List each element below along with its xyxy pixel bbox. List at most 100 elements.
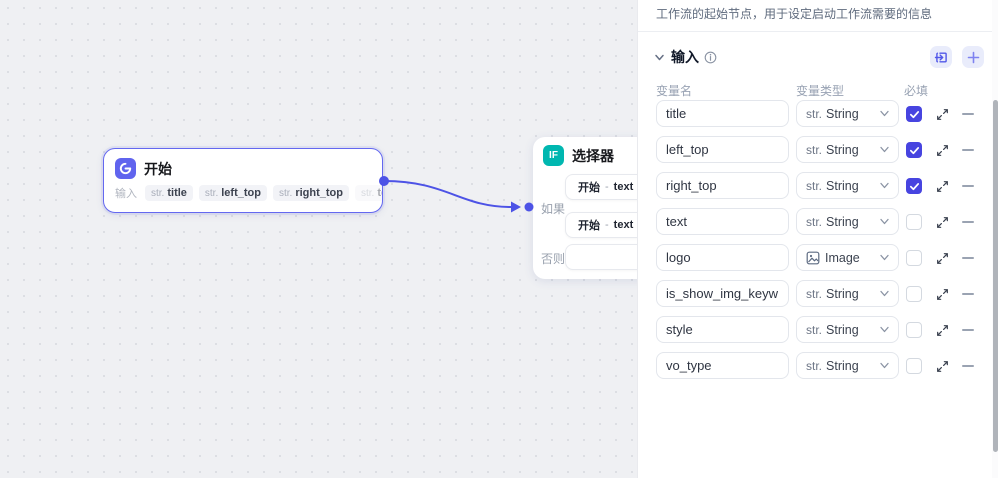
variable-row: str.String	[638, 96, 998, 132]
variable-tag: str.title	[145, 185, 193, 201]
expand-icon[interactable]	[935, 287, 949, 301]
variable-name-input[interactable]	[656, 316, 789, 343]
import-variables-button[interactable]	[930, 46, 952, 68]
scrollbar-thumb[interactable]	[992, 100, 998, 452]
variable-table-headers: 变量名 变量类型 必填	[638, 82, 998, 98]
remove-variable-button[interactable]	[961, 323, 975, 337]
type-prefix: str.	[806, 214, 823, 229]
type-prefix: str.	[806, 106, 823, 121]
expand-icon[interactable]	[935, 179, 949, 193]
variable-type-prefix: str.	[204, 187, 219, 199]
expand-icon[interactable]	[935, 143, 949, 157]
variable-tag-name: text	[377, 187, 382, 199]
expand-icon[interactable]	[935, 251, 949, 265]
required-checkbox[interactable]	[906, 250, 922, 266]
variable-type-select[interactable]: str.String	[796, 172, 899, 199]
required-checkbox[interactable]	[906, 286, 922, 302]
condition-box[interactable]: 开始 - text	[565, 174, 637, 200]
else-box[interactable]	[565, 244, 637, 270]
condition-source: 开始	[578, 182, 600, 194]
if-icon: IF	[543, 145, 564, 166]
expand-icon[interactable]	[935, 323, 949, 337]
variable-type-select[interactable]: str.String	[796, 352, 899, 379]
variable-type-select[interactable]: str.String	[796, 100, 899, 127]
type-value: Image	[825, 250, 860, 265]
expand-icon[interactable]	[935, 215, 949, 229]
column-required: 必填	[904, 84, 929, 98]
remove-variable-button[interactable]	[961, 179, 975, 193]
variable-tag-name: left_top	[221, 187, 261, 199]
selector-node[interactable]: IF 选择器 如果 开始 - text 开始 - text 否则	[533, 137, 637, 279]
variable-row: str.String	[638, 348, 998, 384]
info-icon[interactable]	[704, 51, 717, 64]
required-checkbox[interactable]	[906, 358, 922, 374]
variable-name-input[interactable]	[656, 280, 789, 307]
required-checkbox[interactable]	[906, 142, 922, 158]
variable-tag: str.left_top	[198, 185, 267, 201]
chevron-down-icon[interactable]	[654, 52, 665, 63]
variable-name-input[interactable]	[656, 208, 789, 235]
variable-type-select[interactable]: str.String	[796, 136, 899, 163]
remove-variable-button[interactable]	[961, 287, 975, 301]
type-prefix: str.	[806, 178, 823, 193]
minus-icon	[962, 113, 974, 115]
variable-name-input[interactable]	[656, 352, 789, 379]
type-prefix: str.	[806, 142, 823, 157]
required-checkbox[interactable]	[906, 106, 922, 122]
chevron-down-icon	[879, 180, 890, 191]
type-value: String	[826, 142, 859, 157]
minus-icon	[962, 329, 974, 331]
expand-icon[interactable]	[935, 107, 949, 121]
input-section-header: 输入	[654, 44, 984, 70]
image-icon	[806, 251, 820, 265]
variable-row: str.String	[638, 204, 998, 240]
remove-variable-button[interactable]	[961, 107, 975, 121]
condition-box[interactable]: 开始 - text	[565, 212, 637, 238]
expand-icon[interactable]	[935, 359, 949, 373]
else-case-label: 否则	[541, 252, 566, 266]
chevron-down-icon	[879, 360, 890, 371]
variable-rows: str.Stringstr.Stringstr.Stringstr.String…	[638, 96, 998, 384]
variable-name-input[interactable]	[656, 244, 789, 271]
variable-name-input[interactable]	[656, 136, 789, 163]
type-prefix: str.	[806, 322, 823, 337]
type-value: String	[826, 178, 859, 193]
selector-node-header: IF 选择器	[533, 137, 637, 170]
add-variable-button[interactable]	[962, 46, 984, 68]
remove-variable-button[interactable]	[961, 251, 975, 265]
variable-tag-name: title	[167, 187, 187, 199]
variable-row: Image	[638, 240, 998, 276]
variable-tags: str.titlestr.left_topstr.right_topstr.te…	[145, 185, 382, 201]
variable-type-select[interactable]: Image	[796, 244, 899, 271]
required-checkbox[interactable]	[906, 178, 922, 194]
minus-icon	[962, 257, 974, 259]
remove-variable-button[interactable]	[961, 215, 975, 229]
node-description: 工作流的起始节点，用于设定启动工作流需要的信息	[638, 0, 998, 32]
variable-type-select[interactable]: str.String	[796, 316, 899, 343]
variable-type-select[interactable]: str.String	[796, 280, 899, 307]
required-checkbox[interactable]	[906, 322, 922, 338]
condition-operator: -	[605, 181, 609, 193]
variable-name-input[interactable]	[656, 100, 789, 127]
remove-variable-button[interactable]	[961, 143, 975, 157]
condition-variable: text	[613, 181, 634, 193]
remove-variable-button[interactable]	[961, 359, 975, 373]
minus-icon	[962, 185, 974, 187]
minus-icon	[962, 365, 974, 367]
variable-row: str.String	[638, 132, 998, 168]
required-checkbox[interactable]	[906, 214, 922, 230]
variable-row: str.String	[638, 168, 998, 204]
chevron-down-icon	[879, 252, 890, 263]
variable-row: str.String	[638, 312, 998, 348]
variable-name-input[interactable]	[656, 172, 789, 199]
edge-start-to-selector[interactable]	[383, 180, 512, 208]
variable-type-select[interactable]: str.String	[796, 208, 899, 235]
chevron-down-icon	[879, 216, 890, 227]
chevron-down-icon	[879, 144, 890, 155]
type-prefix: str.	[806, 358, 823, 373]
column-variable-name: 变量名	[656, 84, 693, 98]
